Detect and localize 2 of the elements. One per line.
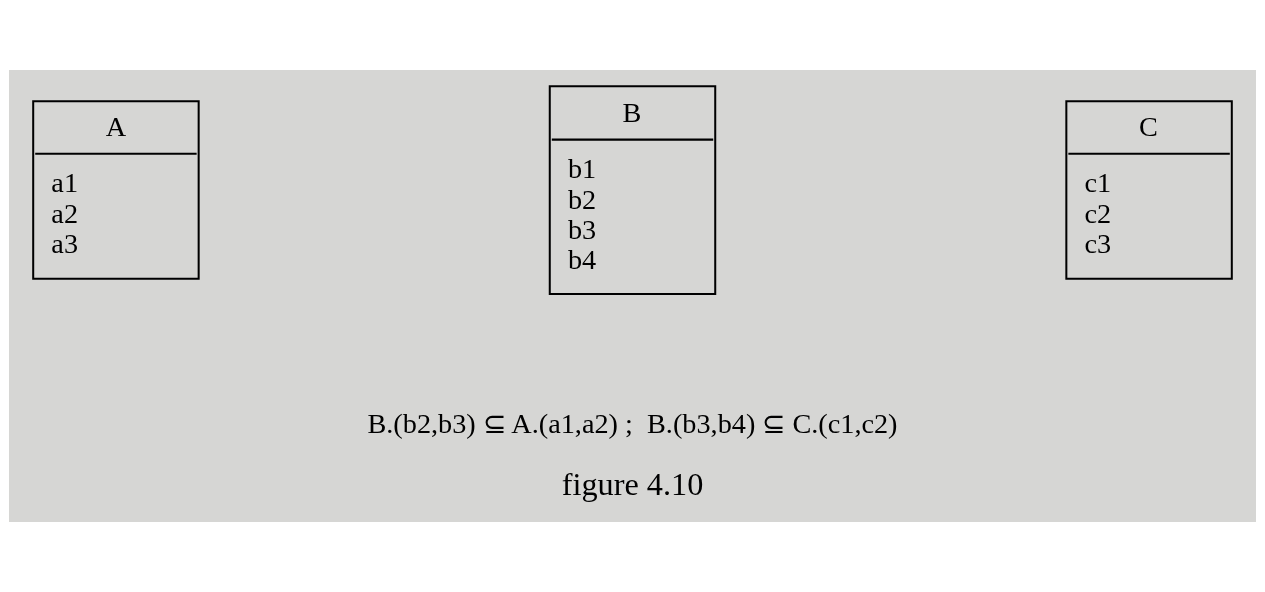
- label: B.(b2,b3) ⊆ A.(a1,a2) ; B.(b3,b4) ⊆ C.(c1,c2): [367, 407, 898, 439]
- caption: figure 4.10: [561, 466, 704, 503]
